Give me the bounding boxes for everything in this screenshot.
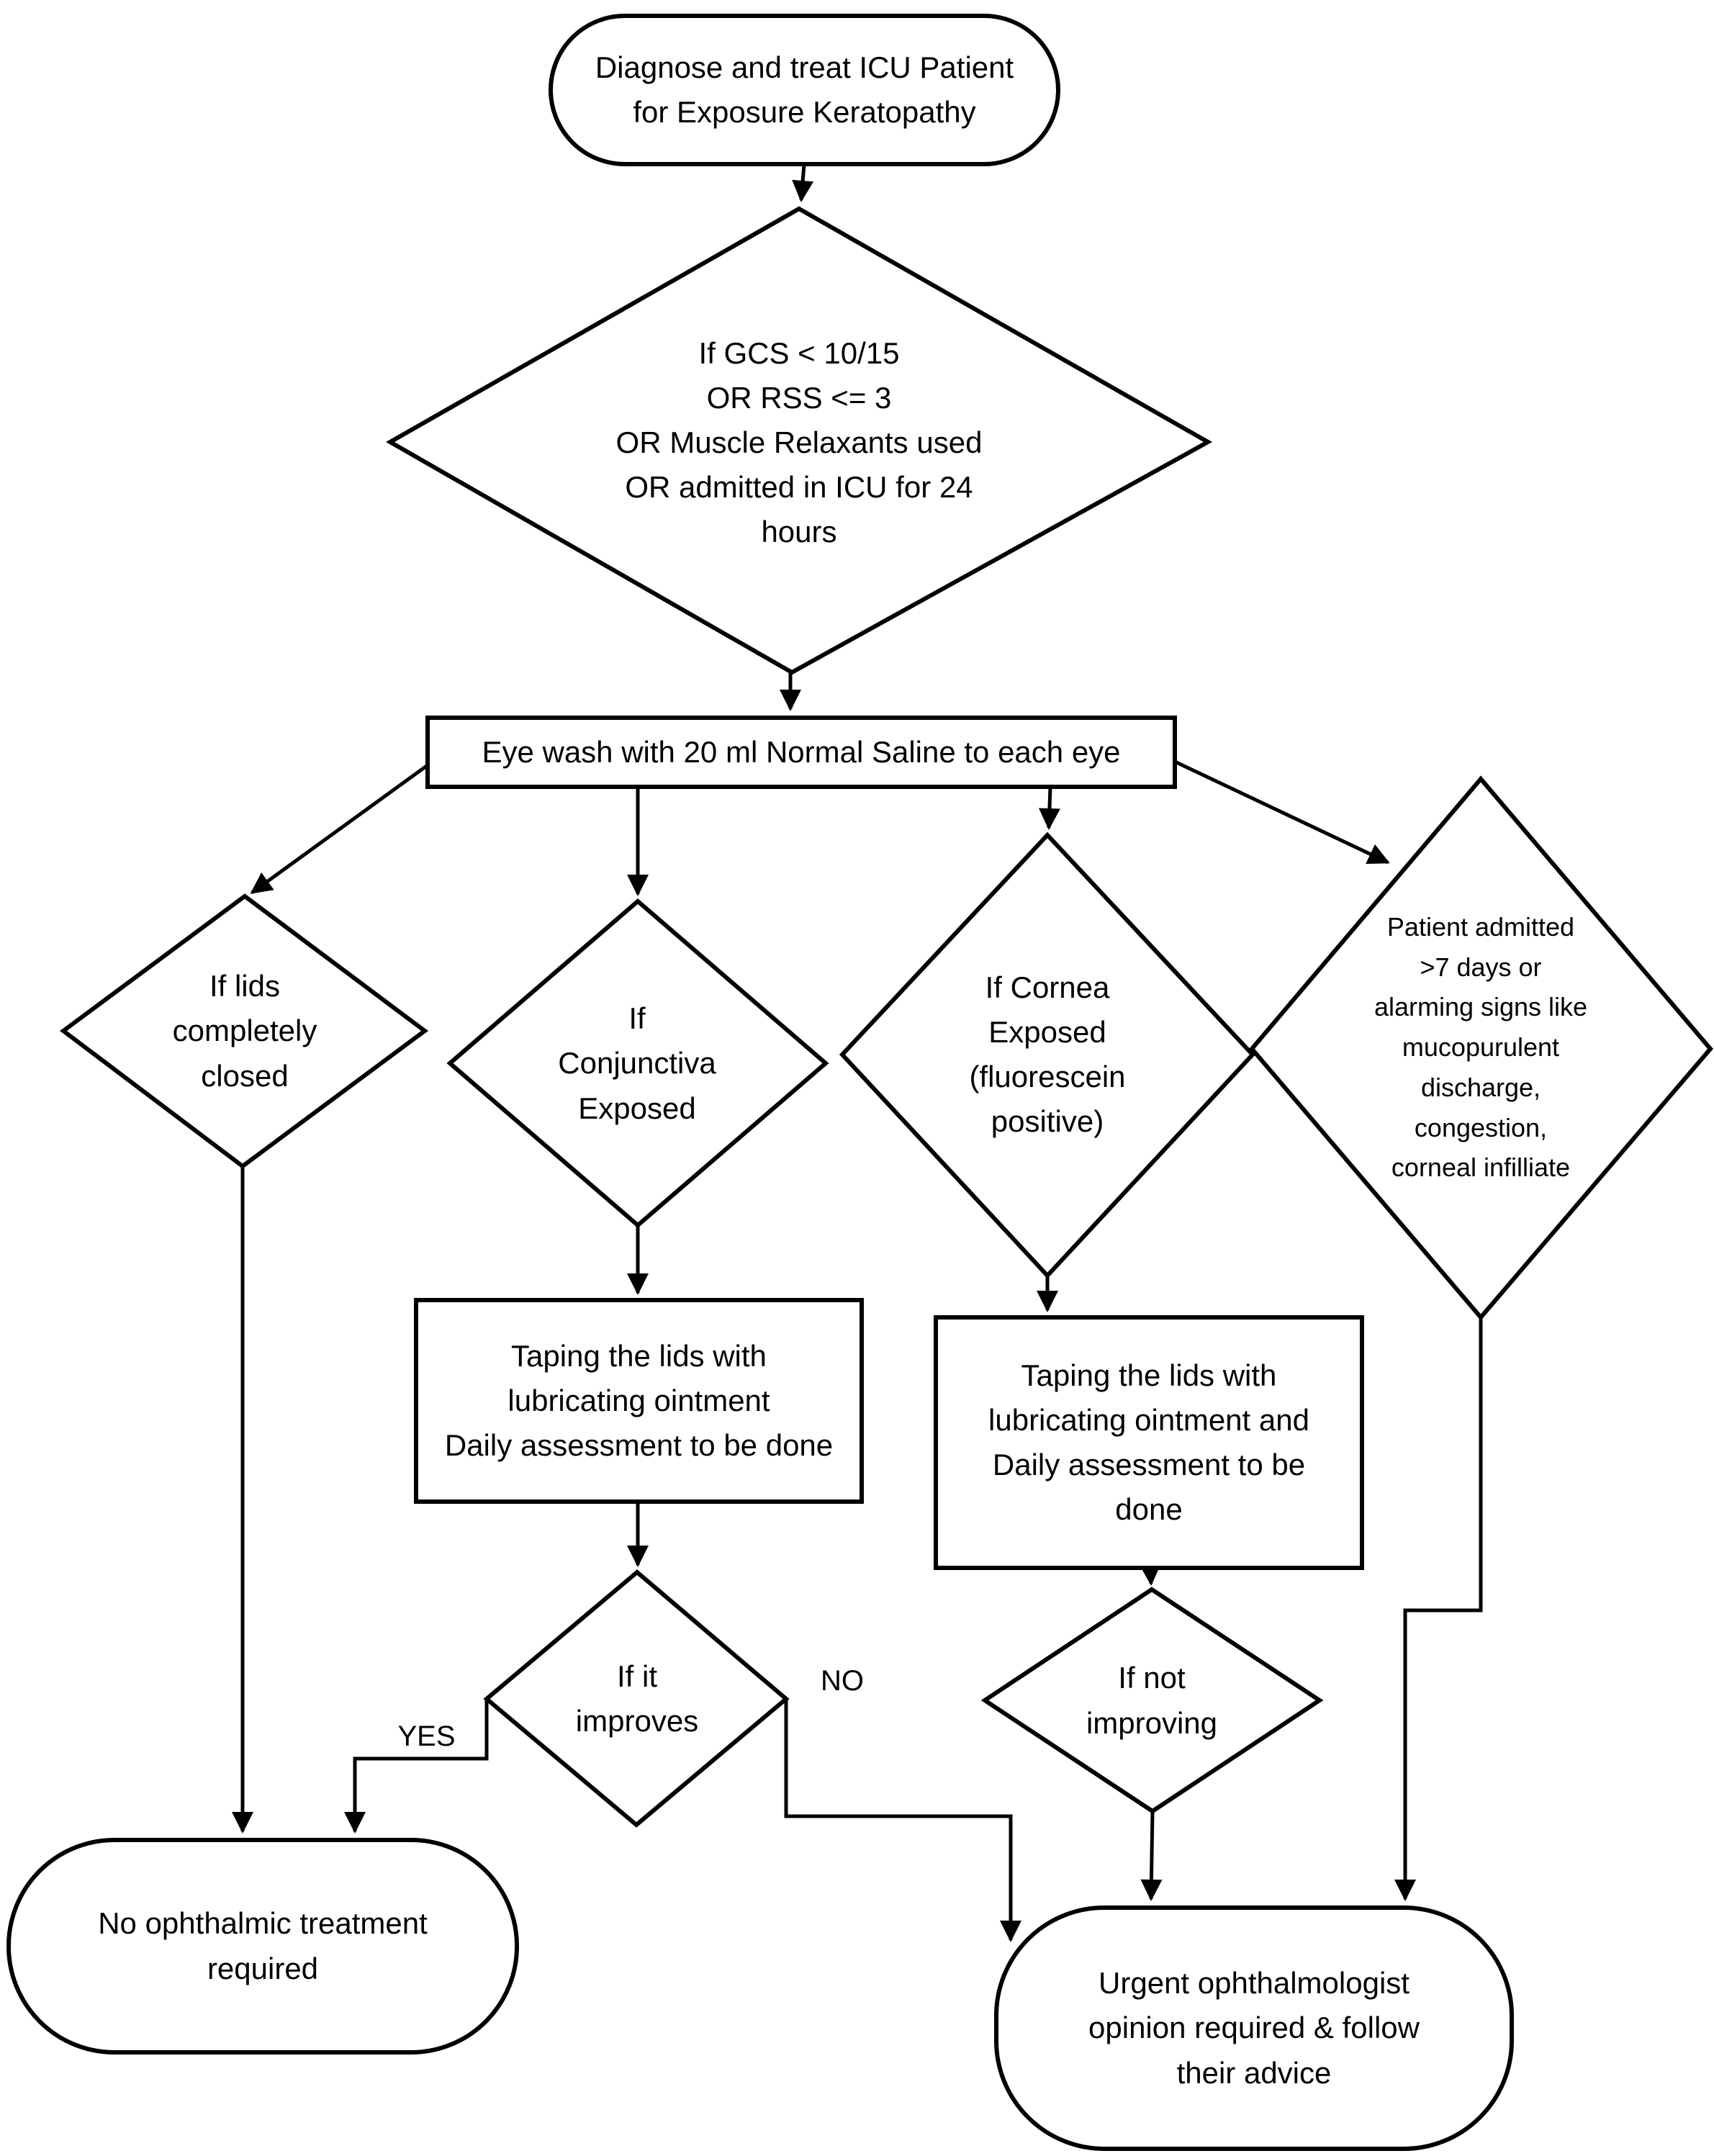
admitted-diamond-shape [1249,775,1713,1321]
edge-improves-yes-to-notreatment [344,1699,489,1833]
not-improving-diamond-label: If not improving [1086,1661,1218,1740]
start-terminator-shape [549,14,1060,166]
not-improving-diamond-shape [980,1587,1324,1814]
improves-diamond-shape [483,1569,790,1828]
conjunctiva-diamond-shape [446,898,829,1228]
improves-diamond-label: If it improves [575,1659,699,1738]
taping-left-process-shape [414,1298,864,1504]
eyewash-process-shape [425,716,1177,789]
cornea-diamond-shape [839,831,1256,1279]
no-treatment-terminator-shape [6,1838,519,2054]
urgent-terminator-label: Urgent ophthalmologist opinion required … [1088,1966,1420,2090]
admitted-diamond-label: Patient admitted >7 days or alarming sig… [1374,911,1588,1183]
taping-right-process-shape [934,1315,1364,1570]
cornea-diamond-label: If Cornea Exposed (fluorescein positive) [969,970,1126,1139]
lids-diamond-label: If lids completely closed [172,969,317,1093]
no-edge-label: NO [821,1665,864,1697]
no-treatment-terminator-label: No ophthalmic treatment required [98,1906,428,1985]
urgent-terminator-shape [994,1905,1514,2151]
edge-eyewash-to-admitted [1173,759,1390,865]
conjunctiva-diamond-label: If Conjunctiva Exposed [558,1001,716,1125]
edge-tapingright-to-notimproving [1139,1564,1161,1586]
edge-start-to-criteria [792,163,814,202]
yes-edge-label: YES [397,1720,456,1752]
start-terminator-label: Diagnose and treat ICU Patient for Expos… [595,50,1014,129]
edge-eyewash-to-cornea [1038,786,1060,830]
edge-admitted-to-urgent [1394,1317,1483,1901]
criteria-diamond-shape [385,206,1213,675]
edge-improves-no-to-urgent [784,1699,1021,1942]
criteria-diamond-label: If GCS < 10/15 OR RSS <= 3 OR Muscle Rel… [615,335,983,549]
edge-notimproving-to-urgent [1140,1810,1163,1901]
edge-eyewash-to-lids [250,763,429,895]
eyewash-process-label: Eye wash with 20 ml Normal Saline to eac… [482,734,1121,769]
taping-left-process-label: Taping the lids with lubricating ointmen… [444,1338,834,1463]
lids-diamond-shape [59,893,429,1169]
taping-right-process-label: Taping the lids with lubricating ointmen… [988,1358,1309,1527]
